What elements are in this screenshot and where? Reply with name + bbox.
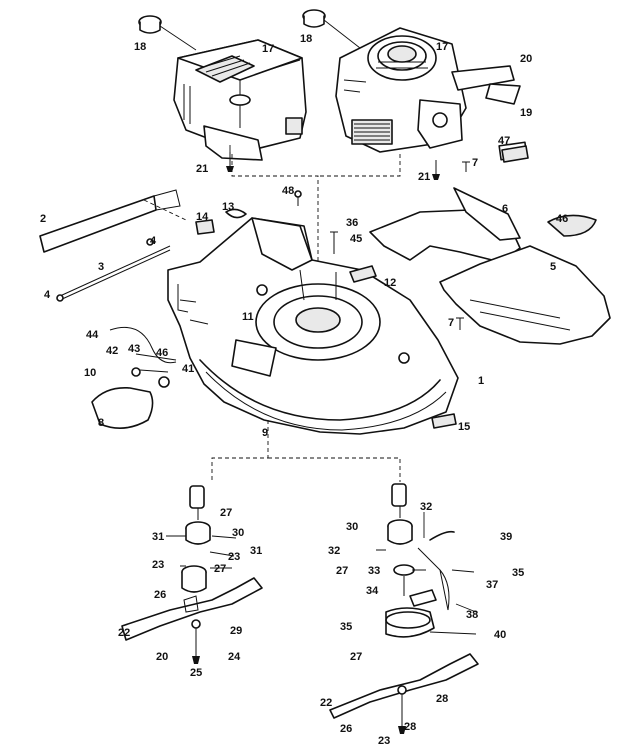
callout-23: 23 [228,551,240,563]
callout-4: 4 [150,235,157,247]
callout-20: 20 [520,53,532,65]
callout-40: 40 [494,629,506,641]
callout-21: 21 [196,163,208,175]
callout-13: 13 [222,201,234,213]
callout-2: 2 [40,213,46,225]
callout-32: 32 [420,501,432,513]
callout-23: 23 [152,559,164,571]
callout-39: 39 [500,531,512,543]
callout-41: 41 [182,363,194,375]
callout-34: 34 [366,585,379,597]
callout-47: 47 [498,135,510,147]
callout-17: 17 [262,43,274,55]
callout-1: 1 [478,375,484,387]
callout-26: 26 [340,723,352,735]
engine-right [335,27,521,153]
callout-8: 8 [98,417,104,429]
callout-27: 27 [214,563,226,575]
assembly-lines [211,420,401,482]
callout-44: 44 [86,329,99,341]
callout-9: 9 [262,427,268,439]
callout-37: 37 [486,579,498,591]
callout-30: 30 [346,521,358,533]
callout-24: 24 [228,651,241,663]
callout-19: 19 [520,107,532,119]
callout-7: 7 [472,157,478,169]
engine-mount-line [231,154,319,300]
callout-25: 25 [190,667,202,679]
callout-32: 32 [328,545,340,557]
callout-33: 33 [368,565,380,577]
callout-3: 3 [98,261,104,273]
callout-46: 46 [556,213,568,225]
callout-27: 27 [350,651,362,663]
callout-48: 48 [282,185,294,197]
callout-22: 22 [320,697,332,709]
left-rails [39,189,187,302]
blade-assembly-right [329,483,479,734]
callout-21: 21 [418,171,430,183]
callout-35: 35 [512,567,524,579]
discharge-chute [369,141,611,345]
callout-18: 18 [300,33,312,45]
callout-29: 29 [230,625,242,637]
callout-42: 42 [106,345,118,357]
callout-27: 27 [220,507,232,519]
callout-38: 38 [466,609,478,621]
callout-15: 15 [458,421,470,433]
fuel-cap-left [138,15,197,51]
callout-14: 14 [196,211,209,223]
callout-45: 45 [350,233,362,245]
callout-10: 10 [84,367,96,379]
callout-18: 18 [134,41,146,53]
decals [195,145,529,429]
fuel-cap-right [302,9,361,49]
deck-housing [167,217,459,435]
callout-5: 5 [550,261,556,273]
callout-22: 22 [118,627,130,639]
callout-6: 6 [502,203,508,215]
callout-36: 36 [346,217,358,229]
callout-7: 7 [448,317,454,329]
engine-left [173,39,307,161]
callout-30: 30 [232,527,244,539]
callout-28: 28 [404,721,416,733]
callout-labels: 18 17 18 17 20 19 21 21 47 7 6 46 48 13 … [40,33,568,747]
callout-27: 27 [336,565,348,577]
callout-46: 46 [156,347,168,359]
height-adjuster [91,326,177,429]
callout-31: 31 [152,531,164,543]
callout-31: 31 [250,545,262,557]
engine-bolts [226,152,440,180]
callout-11: 11 [242,311,254,323]
callout-35: 35 [340,621,352,633]
fasteners-top [294,161,470,330]
callout-4: 4 [44,289,51,301]
callout-26: 26 [154,589,166,601]
callout-23: 23 [378,735,390,747]
callout-20: 20 [156,651,168,663]
callout-17: 17 [436,41,448,53]
blade-assembly-left [121,485,263,664]
callout-12: 12 [384,277,396,289]
callout-43: 43 [128,343,140,355]
callout-28: 28 [436,693,448,705]
